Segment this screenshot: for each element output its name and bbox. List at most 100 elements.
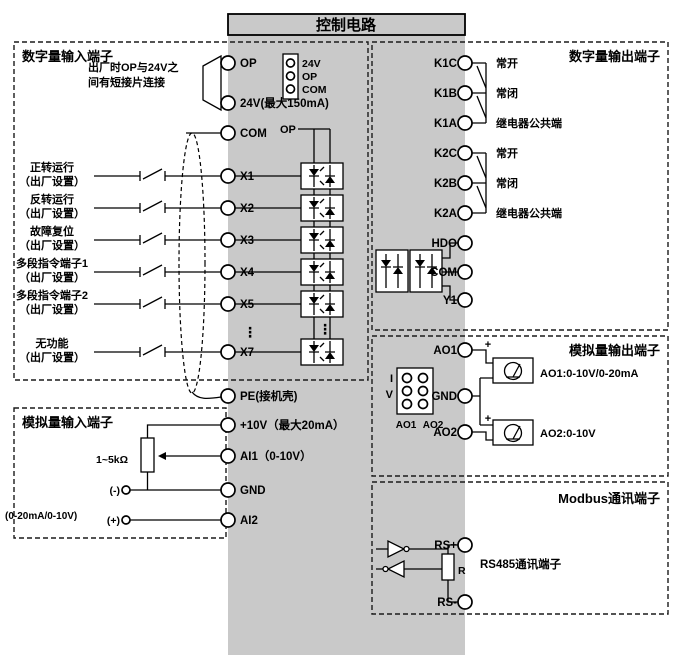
digital-output-section: 数字量输出端子 K1C	[375, 49, 660, 308]
terminal-x5	[220, 296, 236, 312]
func-x2-sub: （出厂设置）	[19, 206, 85, 220]
func-x1: 正转运行	[30, 160, 74, 174]
terminal-gnd	[220, 482, 236, 498]
meter1-plus: +	[485, 339, 491, 351]
func-x3: 故障复位	[30, 224, 74, 238]
meter-ao1	[492, 357, 534, 384]
terminal-y1	[457, 292, 473, 308]
terminal-x3	[220, 232, 236, 248]
ao1-spec: AO1:0-10V/0-20mA	[540, 368, 638, 380]
jumper-ao2-label: AO2	[423, 420, 444, 431]
label-x1: X1	[240, 171, 255, 183]
terminal-rs-minus	[457, 594, 473, 610]
terminal-x2	[220, 200, 236, 216]
op-24v-short-plate	[202, 54, 222, 112]
analog-output-section: 模拟量输出端子 I V AO1 AO2 + + AO1:0-10V/0-20mA…	[386, 339, 660, 446]
modbus-header: Modbus通讯端子	[558, 491, 660, 506]
label-k2a: K2A	[434, 208, 457, 220]
terminal-com	[220, 125, 236, 141]
potentiometer	[140, 437, 155, 473]
func-x7: 无功能	[35, 336, 69, 350]
func-x3-sub: （出厂设置）	[19, 238, 85, 252]
analog-output-box	[371, 335, 669, 477]
label-k2b: K2B	[434, 178, 457, 190]
pot-top-wire	[146, 424, 221, 438]
func-x5: 多段指令端子2	[16, 288, 88, 302]
label-rs-minus: RS-	[437, 597, 457, 609]
resistor-label: R	[458, 565, 466, 577]
digital-input-section: 数字量输入端子 出厂时OP与24V之 间有短接片连接 24V OP COM 正转…	[16, 49, 344, 404]
terminal-rs-plus	[457, 537, 473, 553]
input-switch-wires	[94, 168, 301, 357]
page-title: 控制电路	[316, 16, 377, 34]
label-gnd-in: GND	[240, 485, 266, 497]
k2a-function: 继电器公共端	[496, 206, 562, 220]
func-x4-sub: （出厂设置）	[19, 270, 85, 284]
terminal-hdo	[457, 235, 473, 251]
label-ao2: AO2	[433, 427, 457, 439]
digital-input-header: 数字量输入端子	[22, 49, 113, 64]
k1c-function: 常开	[496, 56, 518, 70]
label-y1: Y1	[443, 295, 458, 307]
factory-jumper-note-line1: 出厂时OP与24V之	[88, 60, 178, 74]
label-k2c: K2C	[434, 148, 457, 160]
digital-input-box	[13, 41, 369, 381]
digital-output-box	[371, 41, 669, 331]
jumper-label-op: OP	[302, 71, 317, 83]
rs485-label: RS485通讯端子	[480, 557, 562, 571]
op-bus-label: OP	[280, 124, 296, 136]
terminal-ellipsis: ⋮	[243, 324, 257, 340]
analog-input-section: 模拟量输入端子 1~5kΩ (-) (+) (0-20mA/0-10V) +10…	[5, 415, 345, 528]
label-op: OP	[240, 58, 257, 70]
factory-jumper-note-line2: 间有短接片连接	[88, 75, 165, 89]
terminal-com-out	[457, 264, 473, 280]
rs485-transceiver	[376, 539, 448, 579]
label-com: COM	[240, 128, 267, 140]
k1b-function: 常闭	[496, 86, 518, 100]
label-ao1: AO1	[433, 345, 457, 357]
label-x2: X2	[240, 203, 254, 215]
iv-jumper-block: I V AO1 AO2	[386, 367, 444, 431]
jumper-label-24v: 24V	[302, 58, 321, 70]
terminal-k1b	[457, 85, 473, 101]
pot-value-label: 1~5kΩ	[96, 454, 128, 466]
label-k1b: K1B	[434, 88, 457, 100]
terminal-k2a	[457, 205, 473, 221]
minus-label: (-)	[110, 485, 121, 497]
digital-input-terminals	[220, 55, 236, 404]
meter2-plus: +	[485, 413, 491, 425]
terminal-24v	[220, 95, 236, 111]
jumper-label-com: COM	[302, 84, 327, 96]
func-x7-sub: （出厂设置）	[19, 350, 85, 364]
label-10v: +10V（最大20mA）	[240, 418, 345, 432]
terminal-ai1	[220, 448, 236, 464]
terminal-k2b	[457, 175, 473, 191]
terminal-pe	[220, 388, 236, 404]
terminal-k2c	[457, 145, 473, 161]
jumper-v-label: V	[386, 389, 394, 401]
wiper-arrowhead	[158, 452, 166, 460]
title-box	[227, 13, 466, 36]
terminal-x1	[220, 168, 236, 184]
label-k1a: K1A	[434, 118, 457, 130]
shield-to-pe-wire	[191, 391, 222, 400]
terminal-ai2	[220, 512, 236, 528]
op-jumper-block: 24V OP COM	[282, 53, 327, 100]
label-x7: X7	[240, 347, 254, 359]
modbus-box	[371, 481, 669, 615]
k1a-function: 继电器公共端	[496, 116, 562, 130]
external-plus-terminal	[121, 515, 131, 525]
label-pe: PE(接机壳)	[240, 389, 298, 403]
func-x5-sub: （出厂设置）	[19, 302, 85, 316]
jumper-i-label: I	[390, 373, 393, 385]
label-gnd-out: GND	[431, 391, 457, 403]
opto-ellipsis: ⋮	[318, 321, 332, 337]
label-24v: 24V(最大150mA)	[240, 96, 329, 110]
digital-output-terminals	[457, 55, 473, 308]
analog-input-box	[13, 407, 227, 539]
k2b-function: 常闭	[496, 176, 518, 190]
meter-wiring	[472, 349, 493, 441]
terminal-gnd-out	[457, 388, 473, 404]
external-minus-terminal	[121, 485, 131, 495]
label-x3: X3	[240, 235, 254, 247]
